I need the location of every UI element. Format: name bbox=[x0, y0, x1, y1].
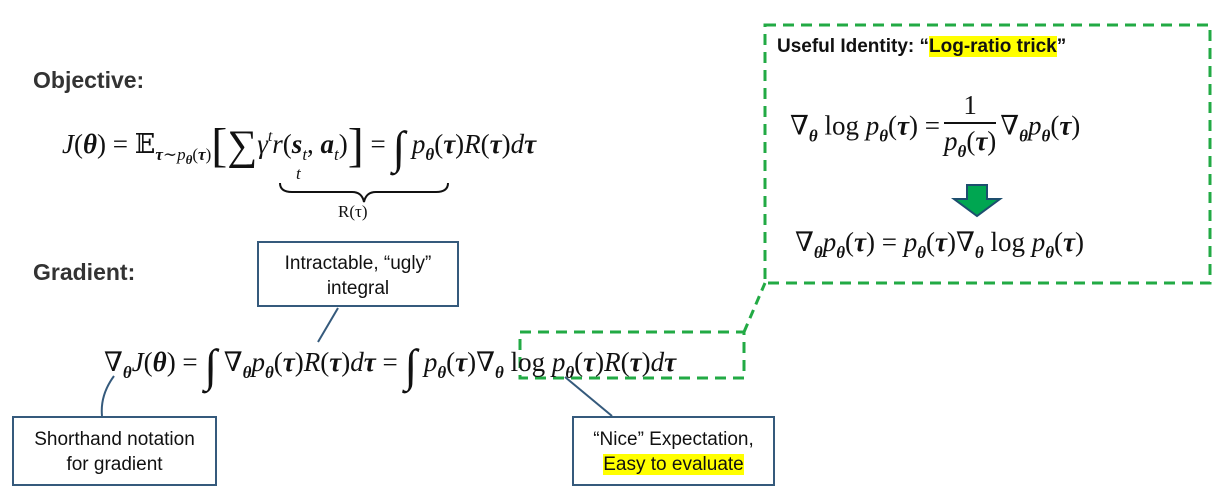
down-arrow-icon bbox=[950, 184, 1004, 218]
term-dashed-box bbox=[518, 330, 746, 380]
nice-line-2: Easy to evaluate bbox=[603, 454, 744, 475]
identity-title-highlight: Log-ratio trick bbox=[929, 36, 1057, 57]
nice-callout: “Nice” Expectation, Easy to evaluate bbox=[572, 416, 775, 486]
nice-line-1: “Nice” Expectation, bbox=[593, 429, 754, 450]
shorthand-line-2: for gradient bbox=[66, 454, 163, 475]
gradient-heading: Gradient: bbox=[33, 259, 136, 285]
intractable-callout: Intractable, “ugly” integral bbox=[257, 241, 459, 307]
sum-index: t bbox=[296, 164, 301, 183]
underbrace-label: R(τ) bbox=[338, 202, 368, 221]
identity-link-line bbox=[742, 282, 767, 333]
identity-equation-2: ∇θpθ(τ) = pθ(τ)∇θ log pθ(τ) bbox=[795, 227, 1085, 262]
shorthand-line-1: Shorthand notation bbox=[34, 429, 195, 450]
nice-pointer bbox=[564, 376, 613, 417]
identity-title-suffix: ” bbox=[1056, 36, 1067, 57]
gradient-equation: ∇θJ(θ) = ∫ ∇θpθ(τ)R(τ)dτ = ∫ pθ(τ)∇θ log… bbox=[104, 340, 677, 391]
intractable-line-2: integral bbox=[326, 278, 390, 299]
identity-title-prefix: Useful Identity: “ bbox=[777, 36, 930, 57]
identity-dashed-box bbox=[763, 23, 1212, 285]
objective-equation: J(θ) = 𝔼τ∼pθ(τ)[∑γtr(st, at)] = ∫ pθ(τ)R… bbox=[62, 119, 537, 173]
shorthand-callout: Shorthand notation for gradient bbox=[12, 416, 217, 486]
objective-heading: Objective: bbox=[33, 67, 145, 93]
shorthand-pointer bbox=[100, 375, 115, 417]
identity-title: Useful Identity: “Log-ratio trick” bbox=[777, 36, 1066, 58]
intractable-line-1: Intractable, “ugly” bbox=[284, 253, 432, 274]
underbrace bbox=[279, 182, 449, 203]
intractable-pointer bbox=[317, 307, 339, 343]
